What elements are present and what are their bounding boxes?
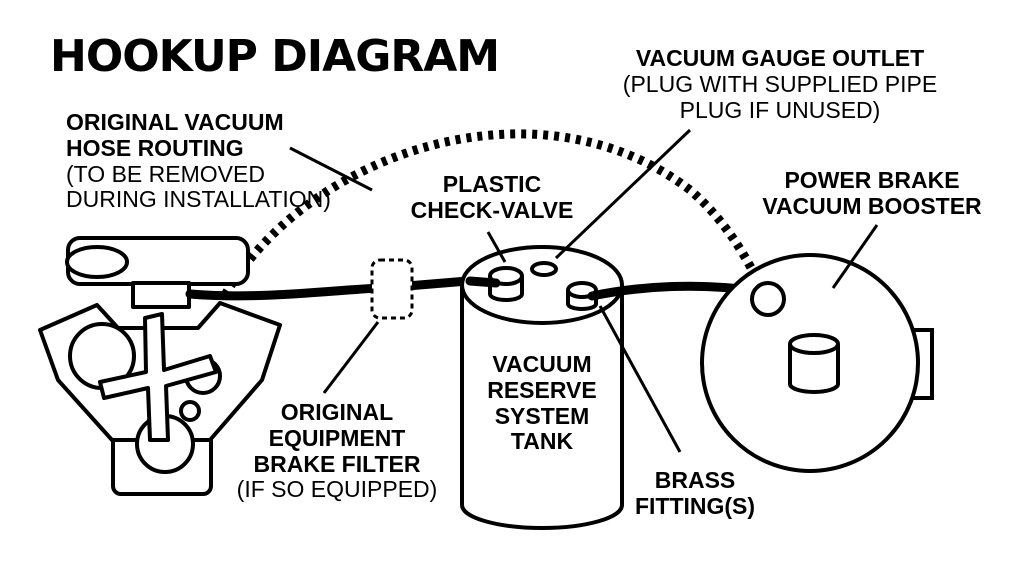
- leader-lines: [289, 128, 879, 453]
- filter-label-line-1: ORIGINAL: [280, 399, 394, 425]
- tank-label: VACUUM RESERVE SYSTEM TANK: [472, 351, 612, 455]
- brake-booster-icon: [700, 253, 934, 473]
- tank-label-line-3: SYSTEM: [494, 402, 590, 429]
- filter-label: ORIGINAL EQUIPMENT BRAKE FILTER (IF SO E…: [222, 399, 452, 503]
- filter-label-line-2: EQUIPMENT: [268, 424, 406, 451]
- booster-label-line-2: VACUUM BOOSTER: [762, 192, 982, 219]
- gauge-outlet-note-line-1: (PLUG WITH SUPPLIED PIPE: [622, 70, 938, 97]
- check-valve-label-line-1: PLASTIC: [442, 171, 542, 197]
- tank-label-line-1: VACUUM: [492, 351, 592, 377]
- page-title: HOOKUP DIAGRAM: [50, 31, 500, 82]
- brass-fitting-label: BRASS FITTING(S): [620, 467, 770, 520]
- original-hose-label: ORIGINAL VACUUM HOSE ROUTING (TO BE REMO…: [66, 109, 331, 213]
- booster-label: POWER BRAKE VACUUM BOOSTER: [752, 167, 992, 220]
- booster-label-line-1: POWER BRAKE: [784, 167, 960, 193]
- filter-note-line-1: (IF SO EQUIPPED): [236, 476, 438, 503]
- brass-fitting-label-line-1: BRASS: [654, 467, 736, 493]
- check-valve-label-line-2: CHECK-VALVE: [410, 196, 574, 223]
- original-hose-note-line-1: (TO BE REMOVED: [66, 160, 265, 187]
- original-hose-label-line-1: ORIGINAL VACUUM: [66, 109, 284, 135]
- gauge-outlet-label: VACUUM GAUGE OUTLET (PLUG WITH SUPPLIED …: [610, 45, 950, 123]
- original-hose-route: [221, 129, 765, 298]
- gauge-outlet-label-line-1: VACUUM GAUGE OUTLET: [635, 45, 925, 71]
- inline-filter-icon: [370, 258, 414, 320]
- original-hose-note-line-2: DURING INSTALLATION): [66, 186, 331, 213]
- brass-fitting-label-line-2: FITTING(S): [634, 492, 756, 519]
- engine-icon: [38, 236, 282, 496]
- tank-label-line-4: TANK: [510, 428, 574, 455]
- vacuum-tank-icon: [460, 245, 624, 530]
- filter-label-line-3: BRAKE FILTER: [253, 450, 421, 477]
- tank-label-line-2: RESERVE: [487, 376, 597, 403]
- gauge-outlet-note-line-2: PLUG IF UNUSED): [679, 96, 881, 123]
- check-valve-label: PLASTIC CHECK-VALVE: [407, 171, 577, 224]
- original-hose-label-line-2: HOSE ROUTING: [66, 134, 244, 161]
- check-valve-hose-stub: [465, 276, 501, 288]
